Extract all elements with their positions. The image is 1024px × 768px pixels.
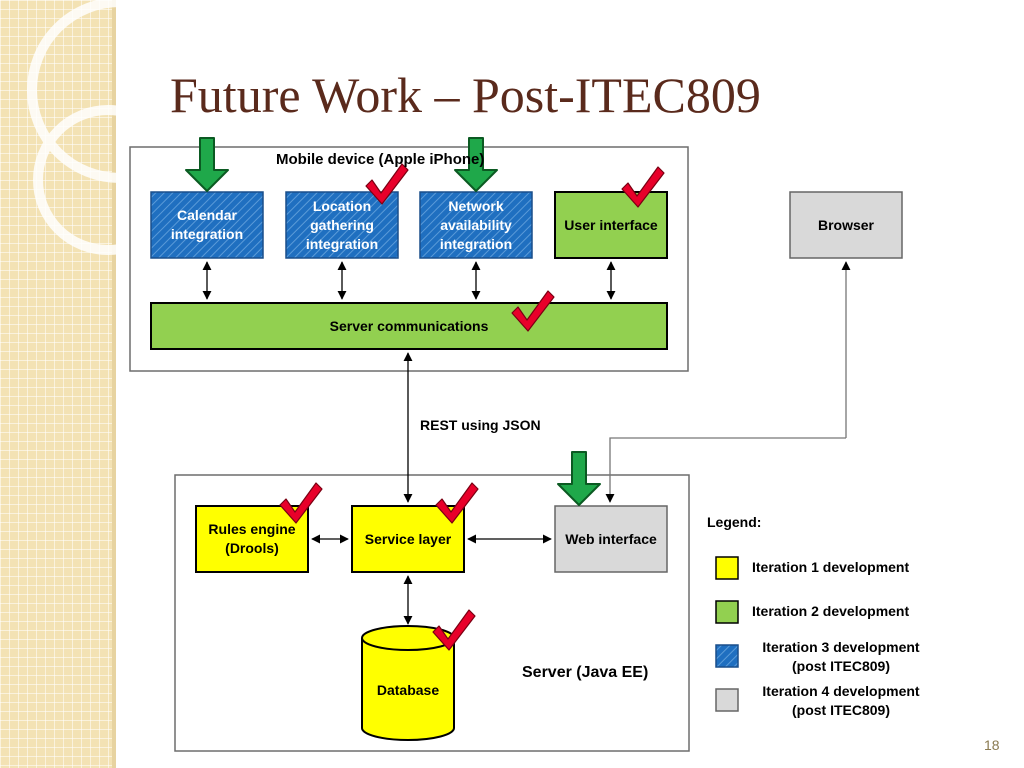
legend-item-iteration-2: Iteration 2 development [752, 603, 910, 619]
browser-web-link [605, 261, 851, 503]
server-communications-box [150, 302, 668, 350]
legend-swatch-iteration-1 [715, 556, 739, 580]
location-integration-box [285, 191, 399, 259]
network-integration-label: Network availability integration [439, 197, 513, 252]
sidebar-edge [112, 0, 116, 768]
service-layer-box [351, 505, 465, 573]
legend-swatch-iteration-4 [715, 688, 739, 712]
user-interface-box [554, 191, 668, 259]
web-interface-label: Web interface [565, 530, 657, 547]
database-cylinder [361, 625, 455, 741]
server-communications-label: Server communications [329, 317, 489, 334]
rules-engine-label: Rules engine (Drools) [208, 521, 296, 556]
slide-title: Future Work – Post-ITEC809 [170, 67, 761, 123]
server-java-ee-label: Server (Java EE) [522, 664, 649, 681]
database-label: Database [376, 681, 440, 698]
rules-engine-box [195, 505, 309, 573]
legend-title: Legend: [707, 514, 762, 530]
network-integration-box [419, 191, 533, 259]
red-check-marks [279, 163, 665, 651]
user-interface-label: User interface [564, 216, 658, 233]
web-interface-box [554, 505, 668, 573]
slide-number: 18 [984, 737, 1000, 753]
legend-item-iteration-3: Iteration 3 development (post ITEC809) [762, 639, 920, 674]
rest-json-label: REST using JSON [420, 417, 541, 433]
browser-box [789, 191, 903, 259]
calendar-integration-box [150, 191, 264, 259]
calendar-integration-label: Calendar integration [170, 207, 244, 242]
connector-arrows [202, 261, 616, 625]
legend-swatches [715, 556, 739, 712]
browser-label: Browser [817, 216, 875, 233]
legend-swatch-iteration-3 [715, 644, 739, 668]
legend-swatch-iteration-2 [715, 600, 739, 624]
green-down-arrows [185, 137, 601, 506]
legend-item-iteration-4: Iteration 4 development (post ITEC809) [762, 683, 920, 718]
mobile-device-label: Mobile device (Apple iPhone) [276, 151, 485, 168]
service-layer-label: Service layer [364, 530, 452, 547]
location-integration-label: Location gathering integration [305, 197, 379, 252]
legend-item-iteration-1: Iteration 1 development [752, 559, 910, 575]
